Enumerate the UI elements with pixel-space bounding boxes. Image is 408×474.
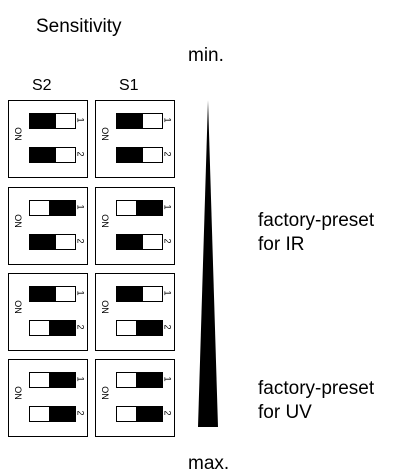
switch-track-2 [29, 147, 76, 163]
dip-switch-s1-row-4: ON 1 2 [95, 359, 175, 437]
switch-number-2: 2 [75, 324, 86, 330]
switch-track-2 [29, 234, 76, 250]
min-label: min. [188, 45, 224, 66]
switch-number-1: 1 [162, 376, 173, 382]
switch-knob-1 [136, 373, 162, 387]
switch-knob-1 [30, 114, 56, 128]
annotation-ir-line1: factory-preset [258, 210, 375, 231]
switch-number-2: 2 [162, 238, 173, 244]
switch-knob-2 [30, 148, 56, 162]
switch-knob-1 [117, 114, 143, 128]
switch-number-1: 1 [75, 117, 86, 123]
switch-track-1 [116, 372, 163, 388]
annotation-uv-line1: factory-preset [258, 378, 375, 399]
on-label: ON [99, 300, 110, 314]
switch-track-1 [29, 372, 76, 388]
switch-knob-1 [136, 201, 162, 215]
dip-switch-s2-row-3: ON 1 2 [8, 273, 88, 351]
dip-switch-s1-row-2: ON 1 2 [95, 187, 175, 265]
switch-knob-1 [49, 201, 75, 215]
diagram-title: Sensitivity [36, 16, 122, 37]
switch-number-2: 2 [162, 410, 173, 416]
switch-number-2: 2 [75, 410, 86, 416]
switch-track-2 [29, 320, 76, 336]
dip-switch-s1-row-3: ON 1 2 [95, 273, 175, 351]
on-label: ON [12, 386, 23, 400]
switch-track-1 [29, 286, 76, 302]
switch-track-2 [116, 406, 163, 422]
switch-knob-2 [30, 235, 56, 249]
dip-switch-s1-row-1: ON 1 2 [95, 100, 175, 178]
column-label-s2: S2 [32, 77, 52, 94]
dip-switch-s2-row-1: ON 1 2 [8, 100, 88, 178]
switch-knob-1 [49, 373, 75, 387]
switch-number-1: 1 [75, 204, 86, 210]
switch-track-1 [29, 113, 76, 129]
switch-number-2: 2 [75, 151, 86, 157]
dip-switch-s2-row-2: ON 1 2 [8, 187, 88, 265]
dip-switch-s2-row-4: ON 1 2 [8, 359, 88, 437]
annotation-uv: factory-preset for UV [258, 377, 374, 425]
switch-knob-2 [117, 235, 143, 249]
switch-track-2 [116, 234, 163, 250]
max-label: max. [188, 453, 230, 474]
switch-track-1 [29, 200, 76, 216]
switch-number-1: 1 [162, 204, 173, 210]
on-label: ON [99, 386, 110, 400]
switch-number-2: 2 [162, 324, 173, 330]
on-label: ON [12, 300, 23, 314]
sensitivity-wedge-shape [198, 100, 218, 427]
switch-number-2: 2 [162, 151, 173, 157]
annotation-ir: factory-preset for IR [258, 209, 374, 257]
annotation-uv-line2: for UV [258, 401, 312, 423]
switch-track-1 [116, 286, 163, 302]
switch-track-1 [116, 200, 163, 216]
switch-track-2 [29, 406, 76, 422]
switch-number-1: 1 [162, 290, 173, 296]
switch-number-2: 2 [75, 238, 86, 244]
switch-knob-1 [30, 287, 56, 301]
switch-number-1: 1 [162, 117, 173, 123]
switch-knob-2 [117, 148, 143, 162]
switch-knob-2 [49, 321, 75, 335]
switch-track-2 [116, 147, 163, 163]
switch-knob-2 [49, 407, 75, 421]
annotation-ir-line2: for IR [258, 233, 305, 255]
switch-number-1: 1 [75, 376, 86, 382]
on-label: ON [12, 214, 23, 228]
switch-track-2 [116, 320, 163, 336]
switch-knob-2 [136, 407, 162, 421]
switch-knob-2 [136, 321, 162, 335]
on-label: ON [99, 127, 110, 141]
switch-track-1 [116, 113, 163, 129]
on-label: ON [99, 214, 110, 228]
switch-knob-1 [117, 287, 143, 301]
column-label-s1: S1 [119, 77, 139, 94]
on-label: ON [12, 127, 23, 141]
switch-number-1: 1 [75, 290, 86, 296]
